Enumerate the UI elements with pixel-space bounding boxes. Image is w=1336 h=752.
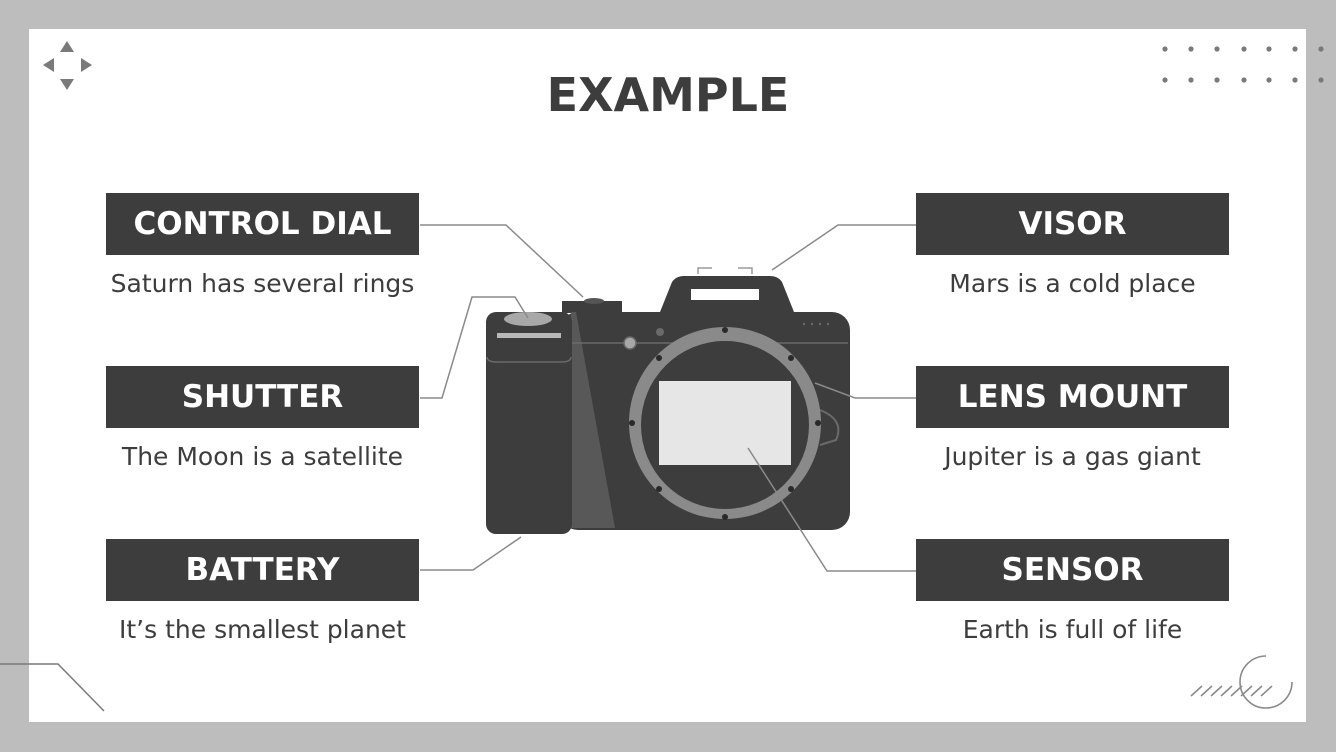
desc-lens-mount: Jupiter is a gas giant <box>944 442 1201 471</box>
label-shutter: SHUTTER <box>106 366 419 428</box>
desc-visor: Mars is a cold place <box>949 269 1196 298</box>
connector-lines <box>420 224 916 572</box>
label-visor: VISOR <box>916 193 1229 255</box>
page-title: EXAMPLE <box>546 68 790 122</box>
desc-control-dial: Saturn has several rings <box>110 269 415 298</box>
circle-hatch-decoration <box>1190 655 1293 709</box>
label-lens-mount: LENS MOUNT <box>916 366 1229 428</box>
desc-shutter: The Moon is a satellite <box>121 442 404 471</box>
label-battery: BATTERY <box>106 539 419 601</box>
connector-shutter <box>420 296 529 399</box>
connector-lens-mount <box>814 382 916 399</box>
dot-grid-decoration <box>1162 46 1324 83</box>
four-arrows-icon <box>43 41 92 90</box>
connector-sensor <box>747 447 916 572</box>
label-control-dial: CONTROL DIAL <box>106 193 419 255</box>
label-sensor: SENSOR <box>916 539 1229 601</box>
connector-battery <box>420 536 522 571</box>
mirrorless-camera-illustration <box>486 267 850 534</box>
desc-sensor: Earth is full of life <box>962 615 1183 644</box>
connector-visor <box>771 224 916 271</box>
desc-battery: It’s the smallest planet <box>119 615 406 644</box>
connector-control-dial <box>420 224 584 298</box>
corner-line-decoration <box>0 663 105 712</box>
